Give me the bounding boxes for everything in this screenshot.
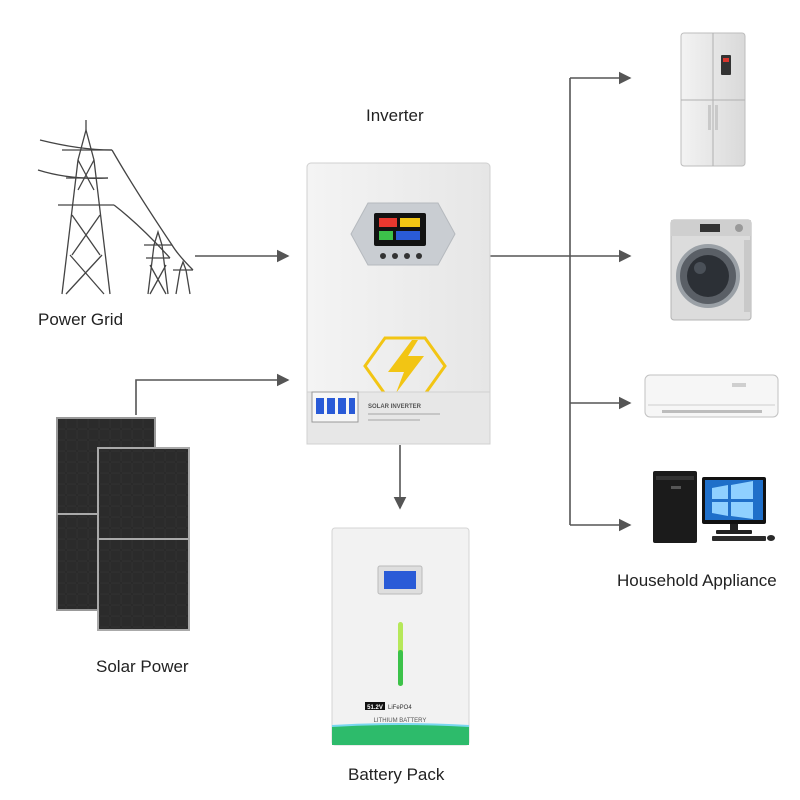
- power-grid-label: Power Grid: [38, 310, 124, 329]
- battery-pack-label: Battery Pack: [348, 765, 445, 784]
- inverter-button: [392, 253, 398, 259]
- solar-power-label: Solar Power: [96, 657, 189, 676]
- inverter-button: [416, 253, 422, 259]
- inverter-button: [380, 253, 386, 259]
- battery-type-text: LITHIUM BATTERY: [374, 718, 427, 724]
- battery-voltage-badge: 51.2V: [367, 705, 383, 711]
- solar-panel-icon: [56, 417, 190, 631]
- washing-machine-icon: [670, 219, 752, 321]
- battery-lcd-screen: [384, 571, 416, 589]
- household-appliance-label: Household Appliance: [617, 571, 777, 590]
- inverter-button: [404, 253, 410, 259]
- lightning-bolt-icon: [388, 340, 424, 393]
- inverter-model-text: SOLAR INVERTER: [368, 404, 422, 410]
- desktop-computer-icon: [653, 471, 775, 543]
- battery-green-band: [332, 724, 469, 745]
- inverter-unit: SOLAR INVERTER: [306, 162, 491, 445]
- solar-to-inverter-arrow: [135, 373, 290, 415]
- inverter-lcd-screen: [374, 213, 426, 246]
- air-conditioner-icon: [644, 374, 779, 418]
- transmission-tower-icon: [37, 120, 194, 295]
- refrigerator-icon: [680, 32, 746, 167]
- battery-pack-unit: 51.2V LiFePO4 LITHIUM BATTERY: [331, 527, 470, 746]
- battery-chem-text: LiFePO4: [388, 705, 412, 711]
- flow-arrows: [135, 71, 632, 532]
- inverter-label: Inverter: [366, 106, 424, 125]
